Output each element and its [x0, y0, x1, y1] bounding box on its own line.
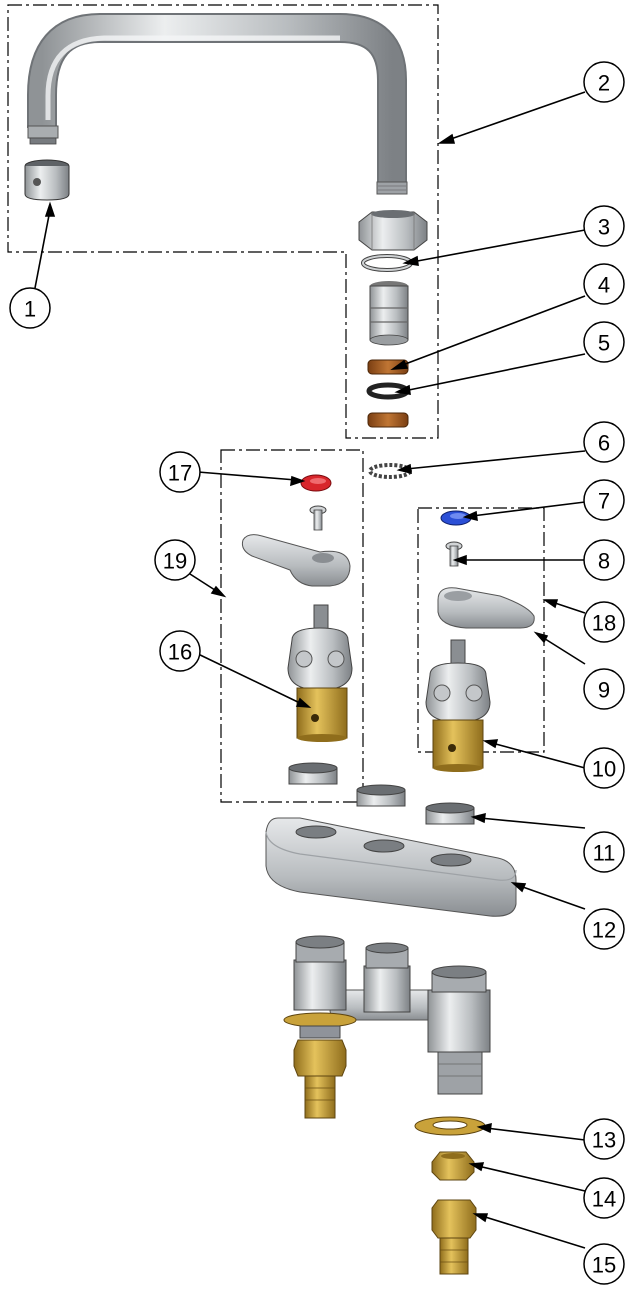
left-lever-handle: [241, 534, 351, 587]
callout-14-circle: [583, 1177, 625, 1219]
swing-spout: [27, 13, 408, 195]
callout-19-label: 19: [163, 549, 187, 574]
callout-19-circle: [154, 539, 196, 581]
callout-8-label: 8: [598, 549, 610, 574]
locknut-ring-left: [288, 762, 338, 785]
spout-sleeve: [369, 281, 409, 346]
callout-1-label: 1: [24, 297, 36, 322]
aerator: [24, 159, 70, 201]
callout-5-label: 5: [598, 331, 610, 356]
callout-15-circle: [583, 1243, 625, 1285]
callout-16-label: 16: [168, 640, 192, 665]
callout-7-circle: [583, 479, 625, 521]
callout-13-circle: [583, 1118, 625, 1160]
callout-5-circle: [583, 321, 625, 363]
right-cartridge: [425, 639, 491, 772]
locknut-ring-right: [425, 802, 475, 825]
blue-index-button: [440, 510, 472, 526]
callout-16-circle: [159, 630, 201, 672]
callout-11-circle: [583, 831, 625, 873]
deck-plate: [265, 817, 517, 917]
callout-18-label: 18: [592, 611, 616, 636]
faucet-body: [283, 935, 491, 1119]
left-handle-screw: [309, 505, 327, 531]
callout-4-circle: [583, 263, 625, 305]
leader-lines: [34, 91, 586, 1249]
left-handle-assembly-outline: [220, 449, 364, 803]
left-cartridge: [287, 604, 353, 742]
callout-2-label: 2: [598, 71, 610, 96]
callout-2-circle: [583, 61, 625, 103]
callout-11-label: 11: [593, 841, 616, 866]
right-lever-handle: [437, 587, 535, 629]
callout-6-label: 6: [598, 431, 610, 456]
brown-washer-upper: [367, 359, 409, 375]
callout-10-label: 10: [592, 757, 616, 782]
callout-18-circle: [583, 601, 625, 643]
callout-12-label: 12: [592, 918, 616, 943]
locknut-ring-middle: [356, 784, 406, 807]
callout-17-circle: [159, 451, 201, 493]
brass-washer: [414, 1116, 486, 1136]
brown-washer-lower: [367, 412, 409, 428]
callout-3-circle: [583, 205, 625, 247]
right-handle-screw: [445, 541, 463, 567]
callout-8-circle: [583, 539, 625, 581]
brass-adapter: [431, 1199, 477, 1275]
callout-3-label: 3: [598, 215, 610, 240]
callout-9-circle: [583, 668, 625, 710]
locknut-rings: [288, 762, 475, 825]
callout-13-label: 13: [592, 1128, 616, 1153]
callout-10-circle: [583, 747, 625, 789]
callout-1-circle: [9, 287, 51, 329]
callout-12-circle: [583, 908, 625, 950]
red-index-button: [300, 474, 332, 492]
brass-hex-nut: [431, 1151, 475, 1181]
callout-numbers: 1 2 3 4 5 6 7 8 9 10 11 12 13 14 15 16 1…: [24, 71, 616, 1278]
spout-assembly-outline: [7, 4, 439, 439]
callout-14-label: 14: [592, 1187, 616, 1212]
spout-nut: [358, 210, 428, 251]
callout-4-label: 4: [598, 273, 610, 298]
callout-17-label: 17: [168, 461, 192, 486]
callout-15-label: 15: [592, 1253, 616, 1278]
callout-9-label: 9: [598, 678, 610, 703]
callout-7-label: 7: [598, 489, 610, 514]
callout-6-circle: [583, 421, 625, 463]
callout-circles: [9, 61, 625, 1285]
